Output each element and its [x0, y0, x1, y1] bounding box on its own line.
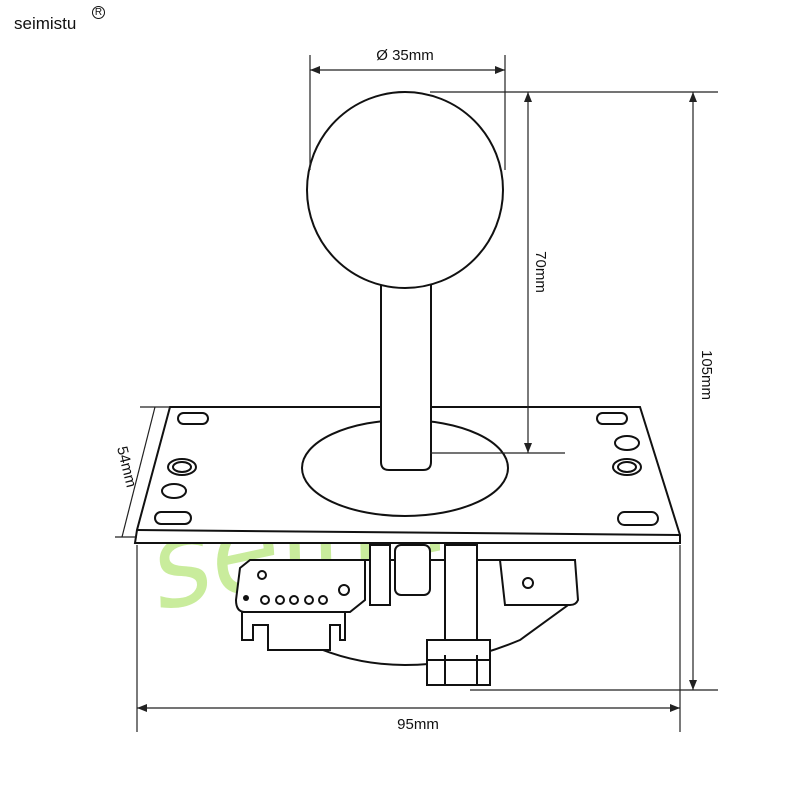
- shaft-height-label: 70mm: [532, 251, 549, 293]
- brand-logo: seimistu: [14, 14, 77, 33]
- dimension-lines: [115, 55, 718, 732]
- registered-mark: R: [92, 6, 105, 19]
- shaft: [380, 279, 432, 471]
- plate-depth-label: 54mm: [113, 445, 140, 490]
- ball-top: [306, 91, 504, 289]
- total-height-label: 105mm: [698, 350, 715, 400]
- mechanism-base: [234, 544, 580, 686]
- plate-width-label: 95mm: [397, 716, 439, 733]
- ball-diameter-label: Ø 35mm: [376, 47, 434, 64]
